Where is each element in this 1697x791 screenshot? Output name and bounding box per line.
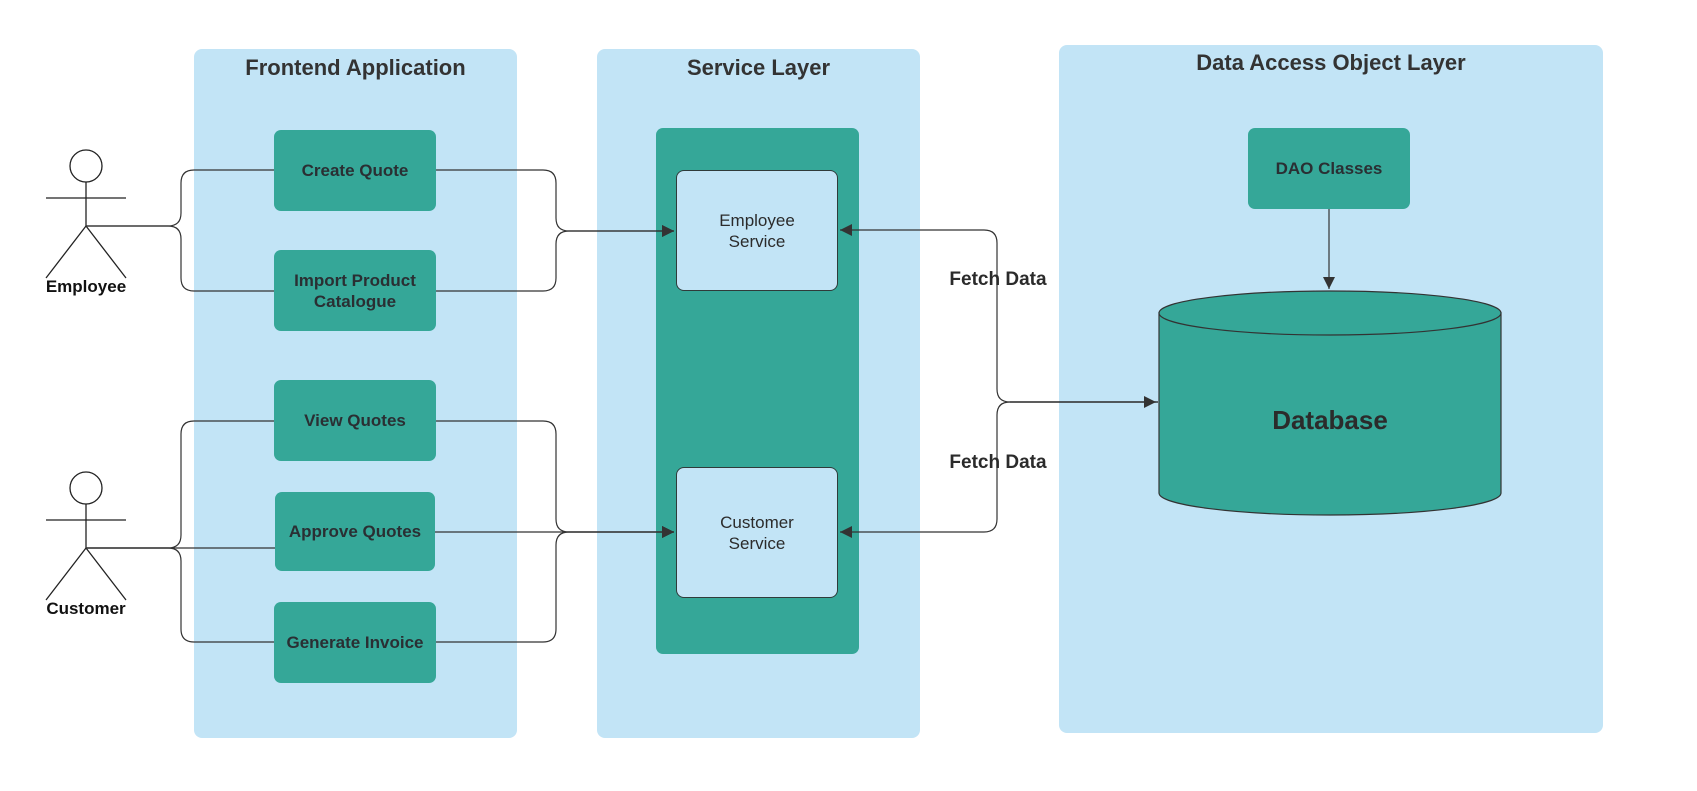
view-quotes-to-customer-service-line — [436, 420, 674, 538]
employee-to-create-quote-line — [86, 169, 274, 227]
service-lane-title: Service Layer — [686, 55, 831, 80]
fetch-data-upper-label: Fetch Data — [949, 269, 1047, 290]
employee-service-node: Employee Service — [676, 170, 838, 291]
employee-actor-icon — [45, 149, 127, 279]
approve-quotes-node: Approve Quotes — [275, 492, 435, 571]
create-quote-label: Create Quote — [301, 161, 409, 180]
customer-service-label: Customer Service — [720, 512, 794, 553]
database-label: Database — [1272, 405, 1388, 435]
fetch-data-to-customer-service-line — [840, 401, 1158, 538]
employee-actor-label: Employee — [45, 277, 127, 296]
employee-to-import-catalogue-line — [86, 225, 274, 292]
customer-to-generate-invoice-line — [86, 547, 274, 643]
employee-service-label: Employee Service — [719, 210, 795, 251]
view-quotes-label: View Quotes — [304, 411, 406, 430]
view-quotes-node: View Quotes — [274, 380, 436, 461]
database-cylinder-icon — [1158, 290, 1502, 516]
create-quote-to-employee-service-line — [436, 169, 674, 237]
customer-service-node: Customer Service — [676, 467, 838, 598]
frontend-lane-title: Frontend Application — [245, 55, 466, 80]
dao-classes-node: DAO Classes — [1248, 128, 1410, 209]
customer-to-view-quotes-line — [86, 420, 274, 549]
import-catalogue-to-employee-service-line — [436, 225, 674, 292]
generate-invoice-label: Generate Invoice — [286, 633, 424, 652]
fetch-data-lower-label: Fetch Data — [949, 452, 1047, 473]
approve-quotes-label: Approve Quotes — [288, 522, 422, 541]
create-quote-node: Create Quote — [274, 130, 436, 211]
import-product-catalogue-node: Import Product Catalogue — [274, 250, 436, 331]
dao-classes-label: DAO Classes — [1275, 159, 1383, 178]
customer-actor-label: Customer — [46, 599, 126, 618]
fetch-data-to-employee-service-line — [840, 224, 1158, 403]
import-product-catalogue-label: Import Product Catalogue — [294, 270, 416, 311]
generate-invoice-node: Generate Invoice — [274, 602, 436, 683]
customer-actor-icon — [45, 471, 127, 601]
dao-lane-title: Data Access Object Layer — [1196, 50, 1466, 75]
generate-invoice-to-customer-service-line — [436, 526, 674, 643]
